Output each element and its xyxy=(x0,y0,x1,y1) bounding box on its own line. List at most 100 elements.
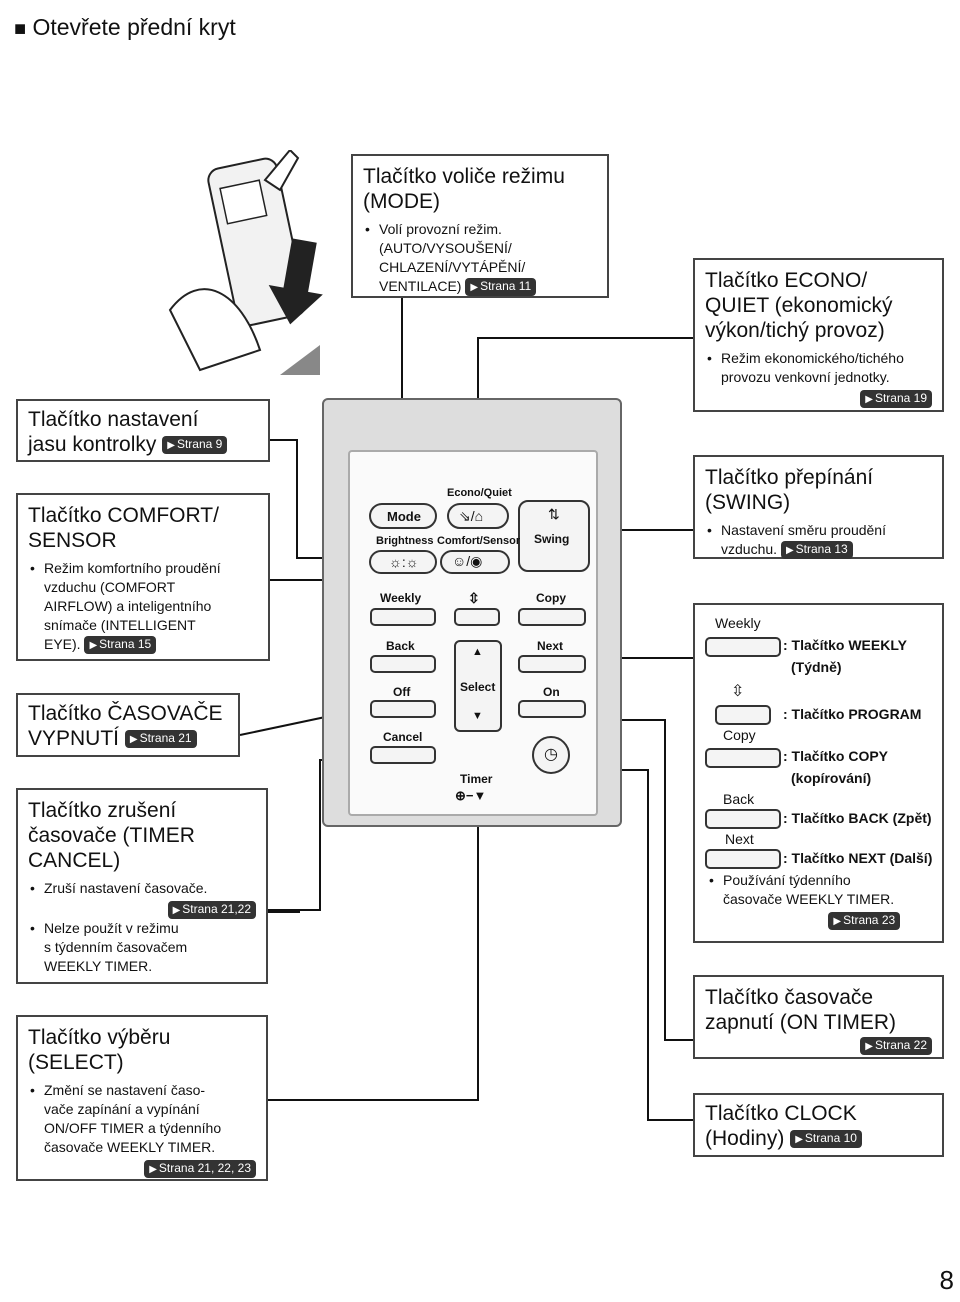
play-icon: ▶ xyxy=(149,1164,157,1176)
next-desc: : Tlačítko NEXT (Další) xyxy=(783,850,933,866)
remote-label-copy: Copy xyxy=(536,591,566,605)
weekly-timer-box: Weekly : Tlačítko WEEKLY (Týdně) ⇳ : Tla… xyxy=(693,603,944,943)
play-icon: ▶ xyxy=(89,640,98,652)
brightness-button[interactable]: ☼:☼ xyxy=(369,550,437,574)
weekly-page-ref[interactable]: ▶Strana 23 xyxy=(828,912,901,931)
weekly-desc-1: : Tlačítko WEEKLY xyxy=(783,637,907,653)
swing-button[interactable]: ⇅ Swing xyxy=(518,500,590,572)
play-icon: ▶ xyxy=(172,905,181,917)
copy-legend-button xyxy=(705,748,781,768)
program-button[interactable] xyxy=(454,608,500,626)
play-icon: ▶ xyxy=(129,734,138,746)
mode-box: Tlačítko voliče režimu (MODE) Volí provo… xyxy=(351,154,609,298)
swing-title: Tlačítko přepínání (SWING) xyxy=(705,466,874,514)
play-icon: ▶ xyxy=(865,1041,873,1052)
timer-cancel-title: Tlačítko zrušení časovače (TIMER CANCEL) xyxy=(28,799,195,872)
remote-label-econo: Econo/Quiet xyxy=(447,487,512,499)
swing-icon: ⇅ xyxy=(548,506,560,522)
select-box: Tlačítko výběru (SELECT) Změní se nastav… xyxy=(16,1015,268,1181)
remote-label-off: Off xyxy=(393,685,411,699)
comfort-sensor-button[interactable]: ☺/◉ xyxy=(440,550,510,574)
remote-label-on: On xyxy=(543,685,560,699)
remote-label-brightness: Brightness xyxy=(376,535,434,547)
page-title: Otevřete přední kryt xyxy=(32,14,236,40)
swing-box: Tlačítko přepínání (SWING) Nastavení smě… xyxy=(693,455,944,560)
weekly-bullet: Používání týdenního časovače WEEKLY TIME… xyxy=(709,871,901,931)
timer-battery-icon: ⊕−▼ xyxy=(455,788,487,803)
swing-page-ref[interactable]: ▶Strana 13 xyxy=(780,541,853,560)
clock-button[interactable]: ◷ xyxy=(532,736,570,774)
select-down-icon: ▼ xyxy=(472,710,483,722)
weekly-button[interactable] xyxy=(370,608,436,626)
comfort-page-ref[interactable]: ▶Strana 15 xyxy=(84,636,157,655)
brightness-box: Tlačítko nastavení jasu kontrolky ▶Stran… xyxy=(16,399,270,462)
off-timer-button[interactable] xyxy=(370,700,436,718)
mode-title: Tlačítko voliče režimu (MODE) xyxy=(363,165,565,213)
back-desc: : Tlačítko BACK (Zpět) xyxy=(783,810,932,826)
clock-page-ref[interactable]: ▶Strana 10 xyxy=(790,1130,862,1149)
econo-bullet: Režim ekonomického/tichého provozu venko… xyxy=(707,349,932,409)
clock-title: Tlačítko CLOCK (Hodiny) ▶Strana 10 xyxy=(705,1101,932,1151)
play-icon: ▶ xyxy=(785,545,794,557)
off-timer-page-ref[interactable]: ▶Strana 21 xyxy=(124,730,197,749)
remote-label-cancel: Cancel xyxy=(383,730,423,744)
select-up-icon: ▲ xyxy=(472,646,483,658)
section-header: ■ Otevřete přední kryt xyxy=(14,14,236,41)
select-button[interactable]: ▲ Select ▼ xyxy=(454,640,502,732)
next-button[interactable] xyxy=(518,655,586,673)
open-cover-illustration xyxy=(168,150,323,375)
next-label: Next xyxy=(725,831,754,847)
off-timer-title: Tlačítko ČASOVAČE VYPNUTÍ ▶Strana 21 xyxy=(28,702,223,750)
program-desc: : Tlačítko PROGRAM xyxy=(783,706,922,722)
comfort-title: Tlačítko COMFORT/ SENSOR xyxy=(28,504,219,552)
remote-label-timer: Timer xyxy=(460,772,493,786)
play-icon: ▶ xyxy=(795,1134,803,1146)
select-button-label: Select xyxy=(460,680,496,694)
on-timer-box: Tlačítko časovače zapnutí (ON TIMER) ▶St… xyxy=(693,975,944,1059)
mode-bullet: Volí provozní režim. (AUTO/VYSOUŠENÍ/ CH… xyxy=(365,220,597,297)
brightness-page-ref[interactable]: ▶Strana 9 xyxy=(162,436,228,455)
cancel-bullet-2: Nelze použít v režimu s týdenním časovač… xyxy=(30,919,256,976)
brightness-icon: ☼:☼ xyxy=(389,554,419,570)
remote-program-icon: ⇳ xyxy=(468,590,480,606)
econo-quiet-button[interactable]: ⇘/⌂ xyxy=(447,503,509,529)
remote-label-comfort: Comfort/Sensor xyxy=(437,535,521,547)
play-icon: ▶ xyxy=(167,440,175,452)
select-title: Tlačítko výběru (SELECT) xyxy=(28,1026,171,1074)
remote-label-next: Next xyxy=(537,639,564,653)
comfort-sensor-box: Tlačítko COMFORT/ SENSOR Režim komfortní… xyxy=(16,493,270,661)
cancel-page-ref[interactable]: ▶Strana 21,22 xyxy=(167,901,256,920)
copy-desc-2: (kopírování) xyxy=(791,770,872,786)
play-icon: ▶ xyxy=(865,394,873,406)
page-number: 8 xyxy=(939,1265,954,1295)
cancel-button[interactable] xyxy=(370,746,436,764)
back-label: Back xyxy=(723,791,755,807)
swing-button-label: Swing xyxy=(534,532,570,546)
clock-box: Tlačítko CLOCK (Hodiny) ▶Strana 10 xyxy=(693,1093,944,1157)
play-icon: ▶ xyxy=(470,282,479,294)
swing-bullet: Nastavení směru proudění vzduchu. ▶Stran… xyxy=(707,521,932,560)
program-icon: ⇳ xyxy=(731,683,745,700)
mode-page-ref[interactable]: ▶Strana 11 xyxy=(465,278,537,297)
back-button[interactable] xyxy=(370,655,436,673)
econo-page-ref[interactable]: ▶Strana 19 xyxy=(860,390,932,409)
mode-button[interactable]: Mode xyxy=(369,503,437,529)
comfort-sensor-icon: ☺/◉ xyxy=(452,553,483,569)
remote-label-back: Back xyxy=(386,639,415,653)
comfort-bullet: Režim komfortního proudění vzduchu (COMF… xyxy=(30,559,258,655)
copy-button[interactable] xyxy=(518,608,586,626)
cancel-bullet-1: Zruší nastavení časovače. ▶Strana 21,22 xyxy=(30,879,256,920)
econo-quiet-icon: ⇘/⌂ xyxy=(459,508,484,524)
off-timer-box: Tlačítko ČASOVAČE VYPNUTÍ ▶Strana 21 xyxy=(16,693,240,757)
on-timer-button[interactable] xyxy=(518,700,586,718)
clock-icon: ◷ xyxy=(544,746,558,763)
brightness-title: Tlačítko nastavení jasu kontrolky ▶Stran… xyxy=(28,407,258,457)
on-timer-page-ref[interactable]: ▶Strana 22 xyxy=(860,1037,932,1055)
mode-button-label: Mode xyxy=(387,509,421,524)
econo-title: Tlačítko ECONO/ QUIET (ekonomický výkon/… xyxy=(705,269,893,342)
back-legend-button xyxy=(705,809,781,829)
program-legend-button xyxy=(715,705,771,725)
weekly-legend-button xyxy=(705,637,781,657)
copy-label: Copy xyxy=(723,727,756,743)
select-page-ref[interactable]: ▶Strana 21, 22, 23 xyxy=(144,1160,256,1179)
